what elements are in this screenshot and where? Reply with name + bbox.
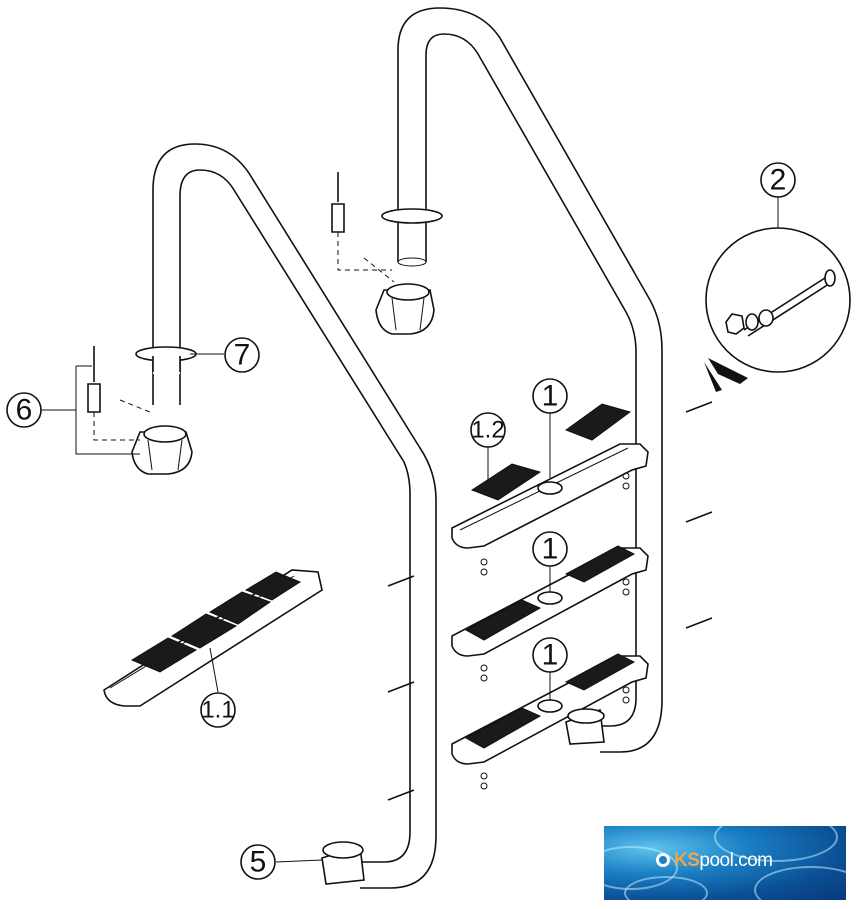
anchor-socket-front xyxy=(131,425,193,475)
svg-text:1: 1 xyxy=(542,380,559,413)
callout-1-bottom: 1 xyxy=(532,637,568,673)
callout-1-top: 1 xyxy=(532,378,568,414)
callout-5: 5 xyxy=(240,844,276,880)
svg-text:1: 1 xyxy=(542,533,559,566)
step-middle xyxy=(451,545,649,657)
svg-text:1.1: 1.1 xyxy=(201,697,234,724)
logo-text: KSpool.com xyxy=(674,850,773,871)
step-bottom xyxy=(451,653,649,765)
svg-text:1.2: 1.2 xyxy=(471,417,504,444)
bumper-back xyxy=(565,708,605,745)
step-top xyxy=(451,443,649,549)
callout-1-2: 1.2 xyxy=(470,412,506,448)
tread-mat-right xyxy=(564,403,632,441)
callout-leaders xyxy=(190,353,551,863)
tread-mat-left xyxy=(470,463,542,501)
callout-6: 6 xyxy=(6,392,42,428)
anchor-bolt-back xyxy=(331,172,395,283)
callout-1-middle: 1 xyxy=(532,531,568,567)
escutcheon-back xyxy=(381,208,443,267)
bumper-front xyxy=(321,841,365,885)
front-handrail xyxy=(152,143,437,889)
bolt-detail-bubble xyxy=(705,196,851,373)
back-handrail xyxy=(397,7,663,753)
kspool-logo: KSpool.com xyxy=(604,826,846,900)
anchor-bolt-front xyxy=(87,346,151,441)
svg-text:7: 7 xyxy=(234,339,251,372)
anchor-socket-back xyxy=(375,283,435,335)
callout-2: 2 xyxy=(760,162,796,198)
callout-6-bracket xyxy=(40,365,140,455)
callout-7: 7 xyxy=(224,337,260,373)
svg-text:2: 2 xyxy=(770,164,787,197)
step-detached xyxy=(103,569,323,707)
escutcheon-front xyxy=(135,346,197,374)
logo-mark-icon xyxy=(656,853,670,867)
callout-1-1: 1.1 xyxy=(200,692,236,728)
svg-text:1: 1 xyxy=(542,639,559,672)
direction-arrow xyxy=(704,358,748,392)
step-bolts xyxy=(387,401,713,801)
svg-text:6: 6 xyxy=(16,394,33,427)
svg-text:5: 5 xyxy=(250,846,267,879)
